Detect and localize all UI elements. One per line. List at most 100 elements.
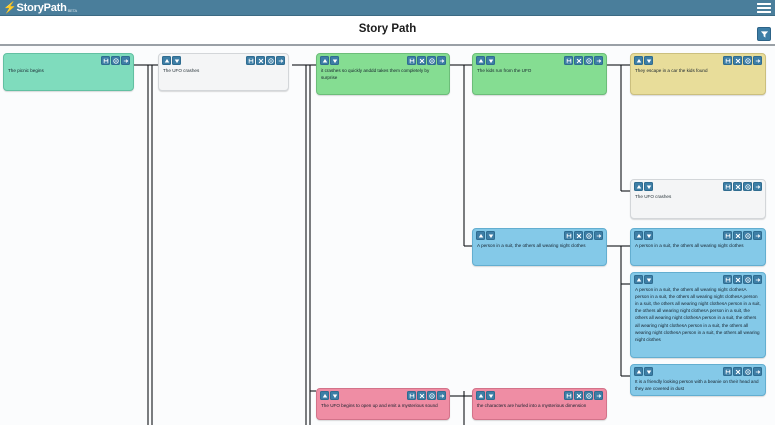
save-icon[interactable] (723, 56, 732, 65)
next-icon[interactable] (276, 56, 285, 65)
next-icon[interactable] (594, 56, 603, 65)
move-up-icon[interactable] (320, 56, 329, 65)
save-icon[interactable] (564, 56, 573, 65)
delete-icon[interactable] (733, 231, 742, 240)
story-node[interactable]: The UFO begins to open up and emit a mys… (316, 388, 450, 420)
next-icon[interactable] (753, 231, 762, 240)
node-toolbar-left (476, 231, 495, 240)
move-down-icon[interactable] (172, 56, 181, 65)
story-node[interactable]: The UFO crashes (630, 179, 766, 219)
settings-icon[interactable] (743, 56, 752, 65)
node-toolbar-right (101, 56, 130, 65)
save-icon[interactable] (246, 56, 255, 65)
node-text: A person in a suit, the others all weari… (635, 287, 761, 342)
move-down-icon[interactable] (330, 56, 339, 65)
save-icon[interactable] (101, 56, 110, 65)
node-toolbar (7, 56, 130, 66)
node-toolbar-right (723, 367, 762, 376)
next-icon[interactable] (437, 391, 446, 400)
story-node[interactable]: The UFO crashes (158, 53, 289, 91)
story-node[interactable]: They escape in a car the kids found (630, 53, 766, 95)
settings-icon[interactable] (584, 231, 593, 240)
story-node[interactable]: The picnic begins (3, 53, 134, 91)
next-icon[interactable] (594, 391, 603, 400)
node-text: A person in a suit, the others all weari… (477, 243, 586, 248)
settings-icon[interactable] (743, 231, 752, 240)
move-down-icon[interactable] (644, 182, 653, 191)
move-down-icon[interactable] (644, 275, 653, 284)
save-icon[interactable] (723, 275, 732, 284)
next-icon[interactable] (594, 231, 603, 240)
move-up-icon[interactable] (634, 367, 643, 376)
save-icon[interactable] (407, 391, 416, 400)
move-up-icon[interactable] (162, 56, 171, 65)
save-icon[interactable] (564, 231, 573, 240)
story-node[interactable]: A person in a suit, the others all weari… (630, 272, 766, 358)
settings-icon[interactable] (111, 56, 120, 65)
save-icon[interactable] (723, 182, 732, 191)
move-down-icon[interactable] (486, 391, 495, 400)
delete-icon[interactable] (574, 231, 583, 240)
delete-icon[interactable] (733, 182, 742, 191)
brand-logo[interactable]: ⚡ StoryPath BETA (0, 2, 77, 14)
next-icon[interactable] (753, 367, 762, 376)
story-node[interactable]: A person in a suit, the others all weari… (472, 228, 607, 266)
node-text: They escape in a car the kids found (635, 68, 708, 73)
move-up-icon[interactable] (634, 275, 643, 284)
save-icon[interactable] (723, 231, 732, 240)
node-toolbar (634, 56, 762, 66)
save-icon[interactable] (407, 56, 416, 65)
move-down-icon[interactable] (330, 391, 339, 400)
delete-icon[interactable] (574, 56, 583, 65)
move-up-icon[interactable] (634, 231, 643, 240)
next-icon[interactable] (753, 275, 762, 284)
delete-icon[interactable] (574, 391, 583, 400)
next-icon[interactable] (753, 182, 762, 191)
story-node[interactable]: the characters are hurled into a mysteri… (472, 388, 607, 420)
move-down-icon[interactable] (486, 56, 495, 65)
hamburger-menu-icon[interactable] (757, 2, 771, 14)
node-toolbar-right (407, 391, 446, 400)
settings-icon[interactable] (427, 391, 436, 400)
settings-icon[interactable] (743, 275, 752, 284)
story-node[interactable]: The kids run from the UFO (472, 53, 607, 95)
save-icon[interactable] (723, 367, 732, 376)
node-toolbar-left (476, 56, 495, 65)
delete-icon[interactable] (733, 275, 742, 284)
next-icon[interactable] (753, 56, 762, 65)
bolt-icon: ⚡ (3, 1, 17, 14)
move-up-icon[interactable] (476, 391, 485, 400)
delete-icon[interactable] (417, 391, 426, 400)
settings-icon[interactable] (743, 367, 752, 376)
story-node[interactable]: A person in a suit, the others all weari… (630, 228, 766, 266)
delete-icon[interactable] (733, 367, 742, 376)
delete-icon[interactable] (256, 56, 265, 65)
node-toolbar (634, 367, 762, 377)
move-up-icon[interactable] (634, 56, 643, 65)
filter-funnel-icon[interactable] (757, 27, 771, 41)
save-icon[interactable] (564, 391, 573, 400)
node-text: The UFO begins to open up and emit a mys… (321, 403, 438, 408)
delete-icon[interactable] (733, 56, 742, 65)
delete-icon[interactable] (417, 56, 426, 65)
move-down-icon[interactable] (486, 231, 495, 240)
settings-icon[interactable] (584, 56, 593, 65)
settings-icon[interactable] (427, 56, 436, 65)
move-down-icon[interactable] (644, 367, 653, 376)
page-title: Story Path (358, 23, 417, 35)
move-up-icon[interactable] (320, 391, 329, 400)
next-icon[interactable] (121, 56, 130, 65)
story-node[interactable]: it crashes so quickly anddd takes them c… (316, 53, 450, 95)
move-down-icon[interactable] (644, 56, 653, 65)
move-up-icon[interactable] (476, 231, 485, 240)
move-up-icon[interactable] (634, 182, 643, 191)
node-text: the characters are hurled into a mysteri… (477, 403, 587, 408)
move-down-icon[interactable] (644, 231, 653, 240)
settings-icon[interactable] (266, 56, 275, 65)
move-up-icon[interactable] (476, 56, 485, 65)
story-node[interactable]: It is a friendly looking person with a b… (630, 364, 766, 397)
settings-icon[interactable] (584, 391, 593, 400)
next-icon[interactable] (437, 56, 446, 65)
settings-icon[interactable] (743, 182, 752, 191)
